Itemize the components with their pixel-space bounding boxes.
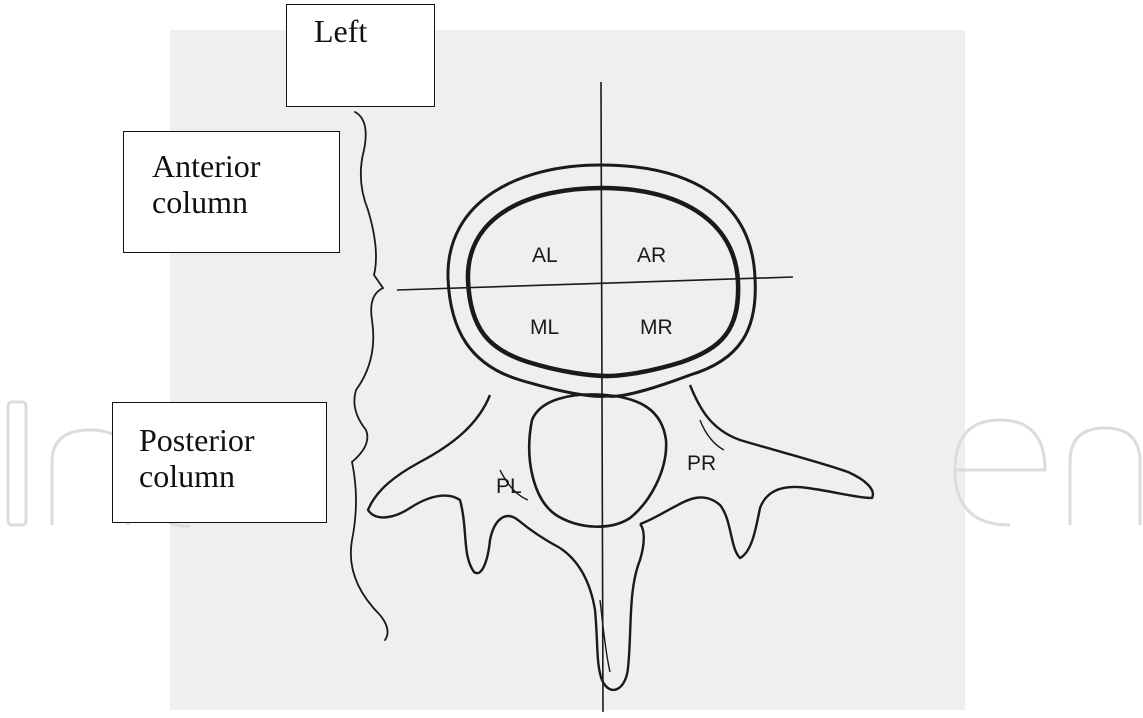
region-label-pl: PL [496,475,522,498]
callout-left-text: Left [314,13,434,49]
vertebral-body-inner [468,188,738,376]
callout-left: Left [286,4,435,107]
callout-posterior-line2: column [139,458,326,494]
callout-posterior-line1: Posterior [139,422,326,458]
vertebral-foramen [529,394,666,526]
callout-anterior-line1: Anterior [152,148,339,184]
callout-anterior-line2: column [152,184,339,220]
anterior-column-brace [352,112,383,462]
callout-anterior-column: Anterior column [123,131,340,253]
right-transverse-process [640,385,873,558]
horizontal-divider [397,277,793,290]
region-label-al: AL [532,244,558,267]
callout-posterior-column: Posterior column [112,402,327,523]
region-label-ar: AR [637,244,666,267]
column-braces [351,112,388,640]
region-label-ml: ML [530,316,559,339]
posterior-elements [368,385,873,690]
region-label-mr: MR [640,316,673,339]
region-label-pr: PR [687,452,716,475]
